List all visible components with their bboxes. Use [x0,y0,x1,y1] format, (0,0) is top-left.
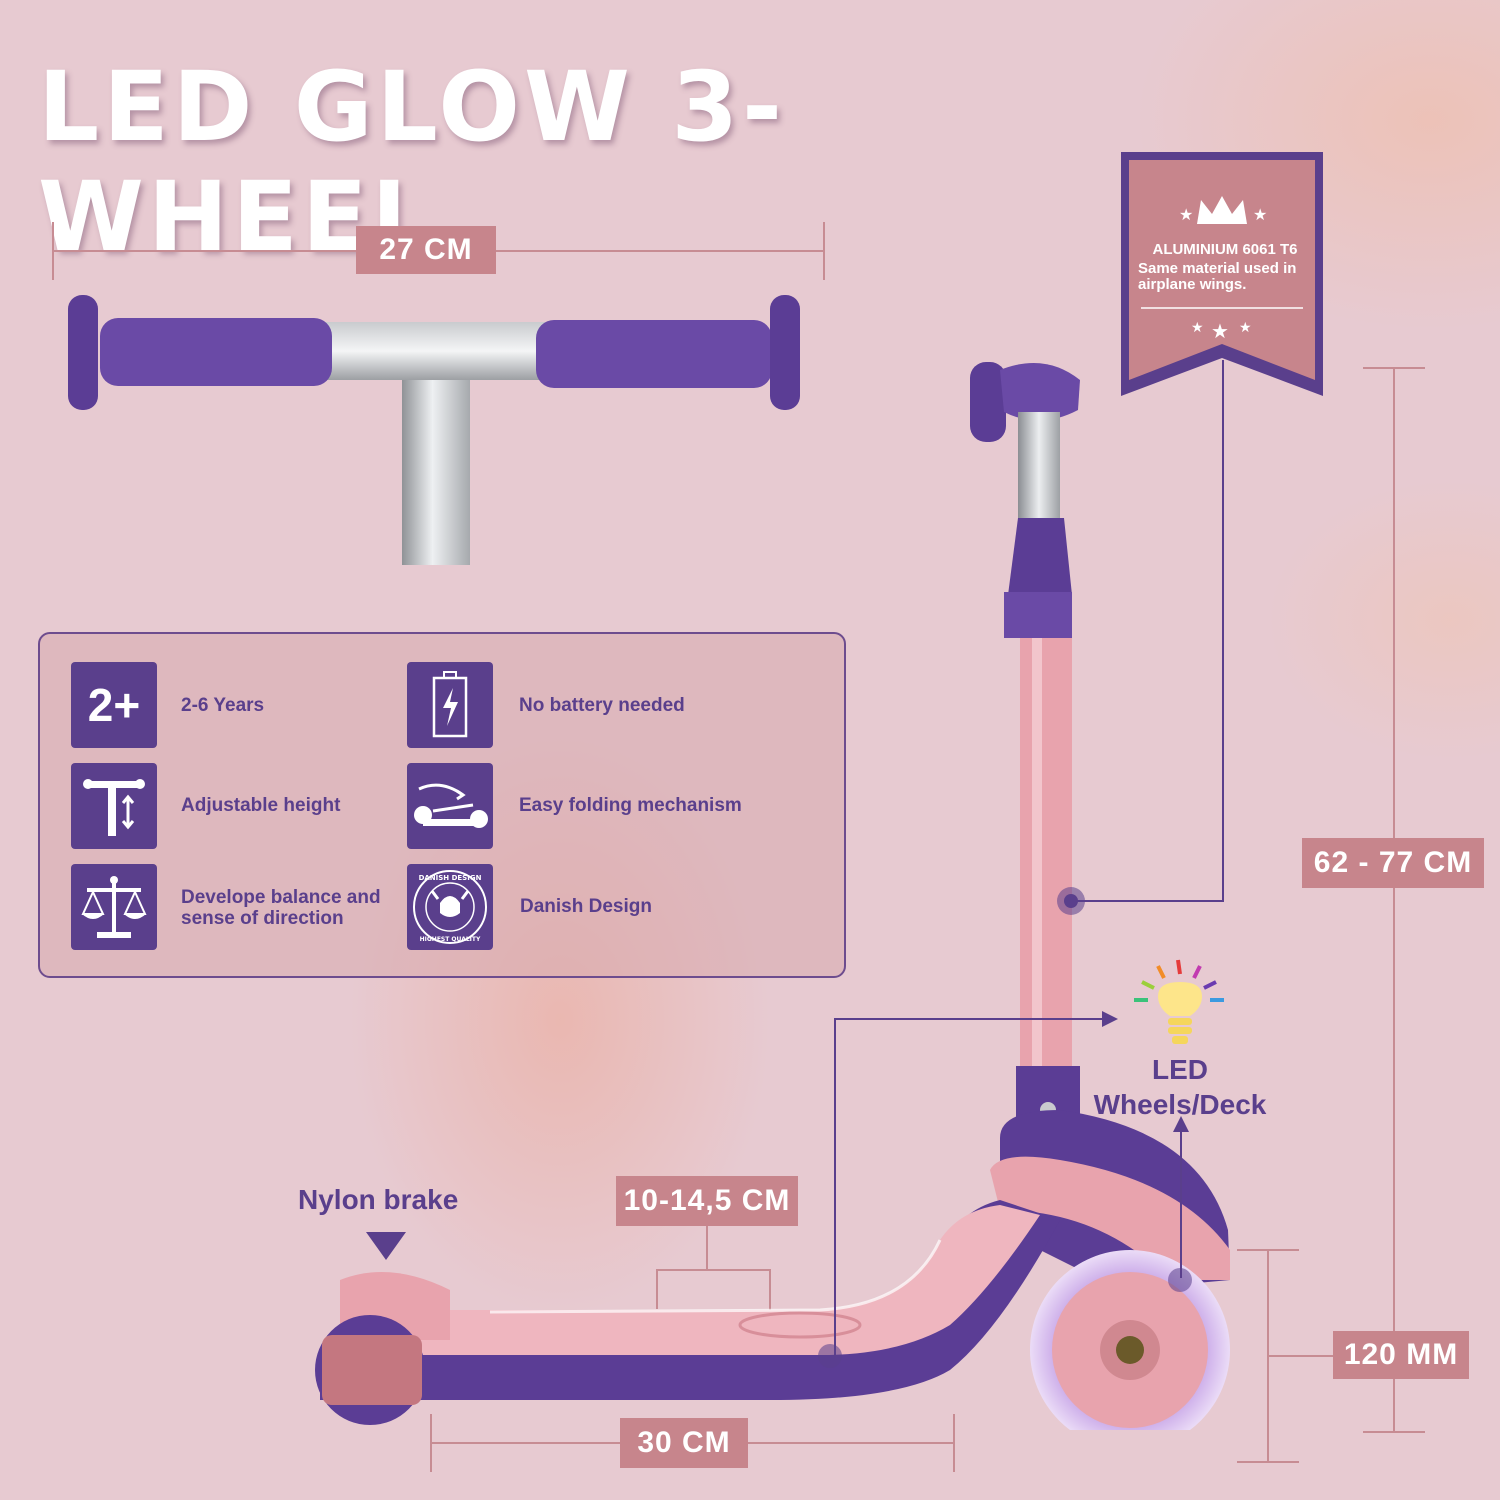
led-callout-label: LED Wheels/Deck [1093,1054,1267,1120]
battery-icon [432,671,468,738]
wheel-dimension-tick-bottom [1237,1461,1299,1463]
rainbow-bulb-icon [1134,959,1224,1044]
feature-label-height: Adjustable height [181,795,341,816]
balance-scale-icon [81,876,147,938]
feature-label-battery: No battery needed [519,695,685,716]
svg-text:★: ★ [1179,207,1193,224]
handlebar-illustration [68,295,800,565]
height-dimension-tick-bottom [1363,1431,1425,1433]
handlebar-width-label: 27 CM [356,226,496,274]
age-badge: 2+ [71,662,157,748]
brake-arrow-down-icon [366,1232,406,1260]
height-dimension-line [1393,368,1395,1432]
adjustable-height-icon [83,779,145,836]
deck-dimension-tick-left [430,1414,432,1472]
crown-icon [1197,196,1247,224]
balance-badge [71,864,157,950]
svg-text:★: ★ [1191,319,1204,335]
banner-description: Same material used in airplane wings. [1138,260,1297,293]
deck-dimension-tick-right [953,1414,955,1472]
adjustable-height-badge [71,763,157,849]
banner-material: ALUMINIUM 6061 T6 [1152,241,1298,258]
danish-design-badge: DANISH DESIGN HIGHEST QUALITY [407,864,493,950]
banner-connector-horizontal [1072,900,1224,902]
clearance-bracket-left [656,1269,658,1309]
led-arrow-up-icon [1173,1116,1189,1132]
banner-connector-vertical [1222,360,1224,902]
wheel-dimension-tick-top [1237,1249,1299,1251]
clearance-stem [706,1226,708,1270]
folding-icon [414,783,488,828]
svg-text:★: ★ [1253,207,1267,224]
feature-label-danish: Danish Design [520,896,652,917]
brake-callout-label: Nylon brake [298,1184,459,1215]
led-connector-vertical [834,1019,836,1357]
battery-badge [407,662,493,748]
seal-top-text: DANISH DESIGN [419,874,482,882]
feature-label-balance: Develope balance and sense of direction [181,887,381,929]
height-range-label: 62 - 77 CM [1302,838,1484,888]
deck-length-label: 30 CM [620,1418,748,1468]
wheel-size-label: 120 MM [1333,1331,1469,1379]
svg-text:★: ★ [1239,319,1252,335]
handlebar-dimension-tick-left [52,222,54,280]
danish-design-seal-icon: DANISH DESIGN HIGHEST QUALITY [413,870,487,944]
scooter-illustration [315,362,1230,1430]
page-title: LED GLOW 3-WHEEL [38,51,786,273]
deck-clearance-label: 10-14,5 CM [616,1176,798,1226]
seal-bottom-text: HIGHEST QUALITY [420,936,481,943]
age-2plus-icon: 2+ [87,679,141,731]
svg-text:★: ★ [1211,321,1229,343]
height-dimension-tick-top [1363,367,1425,369]
handlebar-dimension-tick-right [823,222,825,280]
material-banner: ★ ★ ★ ★ ★ [1121,152,1323,396]
wheel-dimension-connector [1268,1355,1334,1357]
clearance-bracket-top [656,1269,770,1271]
feature-label-age: 2-6 Years [181,695,265,716]
led-connector-horizontal [834,1018,1106,1020]
feature-label-folding: Easy folding mechanism [519,795,742,816]
led-wheel-pointer-line [1180,1128,1182,1278]
led-arrow-right-icon [1102,1011,1118,1027]
folding-badge [407,763,493,849]
